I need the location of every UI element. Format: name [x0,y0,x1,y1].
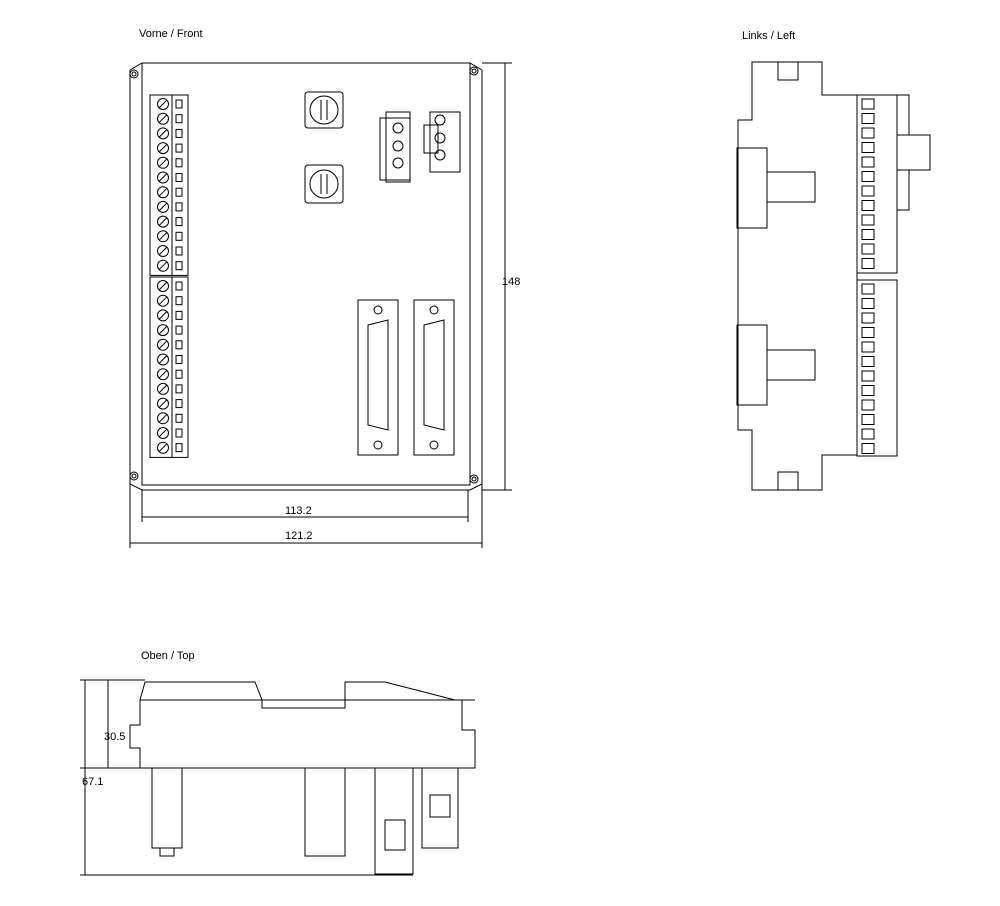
terminal-slot-icon [861,356,875,367]
terminal-screw-icon [157,441,169,454]
terminal-slot-icon [861,298,875,309]
dim-height-148: 148 [502,276,521,288]
dim-width-113: 113.2 [285,505,312,517]
terminal-slot-icon [861,443,875,454]
dsub-connector-icon [413,299,455,456]
terminal-screw-icon [157,259,169,272]
dim-height-30-5: 30.5 [104,731,126,743]
terminal-block-lower [149,276,189,458]
terminal-screw-icon [157,245,169,257]
terminal-screw-icon [157,324,169,337]
terminal-slot-icon [861,171,875,182]
terminal-screw-icon [157,280,169,292]
terminal-screw-icon [157,230,169,243]
terminal-slot-icon [861,200,875,211]
terminal-block-upper [149,94,189,276]
left-view-title: Links / Left [742,30,796,42]
terminal-slot-icon [861,98,875,110]
terminal-slot-icon [861,214,875,226]
top-view [80,679,476,876]
terminal-slot-icon [861,312,875,324]
terminal-slot-icon [861,258,875,269]
left-view [736,61,931,491]
terminal-slot-icon [861,156,875,168]
terminal-screw-icon [157,368,169,381]
terminal-screw-icon [157,353,169,366]
terminal-slot-icon [861,283,875,295]
dim-width-121: 121.2 [285,530,313,542]
terminal-slot-icon [861,385,875,396]
mount-hole-icon [469,66,479,76]
top-view-title: Oben / Top [141,650,195,662]
terminal-slot-icon [861,185,875,197]
terminal-screw-icon [157,382,169,395]
terminal-slot-icon [861,142,875,153]
terminal-screw-icon [157,427,169,439]
terminal-screw-icon [157,338,169,351]
terminal-screw-icon [157,171,169,184]
front-view-title: Vorne / Front [139,28,203,40]
rotary-switch-icon [304,164,344,204]
dsub-connector-icon [357,299,399,456]
terminal-screw-icon [157,98,169,110]
terminal-screw-icon [157,412,169,425]
terminal-slot-icon [861,414,875,425]
front-view [129,62,512,548]
terminal-slot-icon [861,399,875,411]
terminal-slot-icon [861,428,875,440]
terminal-slot-icon [861,113,875,124]
terminal-screw-icon [157,186,169,199]
terminal-screw-icon [157,142,169,155]
power-connector-icon [379,111,461,183]
terminal-slot-icon [861,243,875,255]
terminal-screw-icon [157,112,169,125]
rotary-switch-icon [304,91,344,129]
mount-hole-icon [129,471,139,481]
terminal-slot-icon [861,127,875,139]
terminal-slot-icon [861,341,875,353]
terminal-screw-icon [157,200,169,213]
terminal-slot-icon [861,229,875,240]
terminal-screw-icon [157,215,169,228]
terminal-slot-icon [861,370,875,382]
dim-height-67-1: 67.1 [82,776,104,788]
terminal-screw-icon [157,127,169,140]
terminal-screw-icon [157,309,169,322]
terminal-screw-icon [157,397,169,410]
mount-hole-icon [129,69,139,79]
mount-hole-icon [469,474,479,484]
terminal-screw-icon [157,156,169,169]
terminal-screw-icon [157,294,169,307]
terminal-slot-icon [861,327,875,338]
